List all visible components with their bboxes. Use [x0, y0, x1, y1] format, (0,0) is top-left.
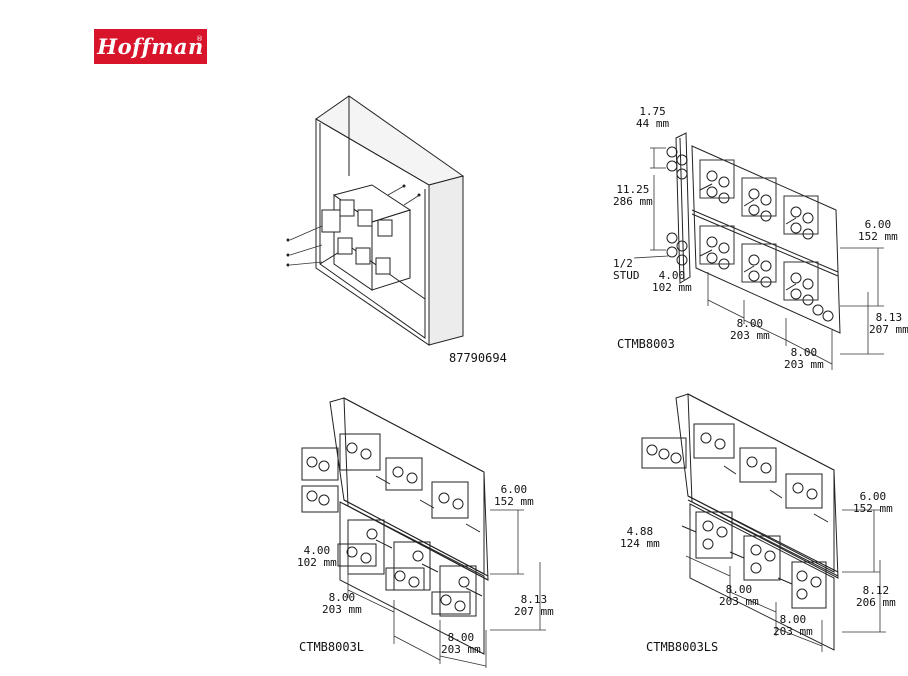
- ctmb8003l-caption: CTMB8003L: [299, 640, 365, 654]
- ctmb8003ls-caption: CTMB8003LS: [646, 640, 719, 654]
- hoffman-logo: Hoffman ®: [94, 29, 207, 64]
- enclosure-drawing: [286, 95, 465, 346]
- ctmb8003-dim-1: 1.75 44 mm: [636, 105, 670, 130]
- ctmb8003l-drawing: [301, 397, 546, 668]
- ctmb8003ls-dim-4: 8.12 206 mm: [856, 584, 896, 609]
- ctmb8003l-dim-2: 4.00 102 mm: [297, 544, 337, 569]
- ctmb8003ls-drawing: [641, 393, 886, 652]
- ctmb8003-dim-5: 8.00 203 mm: [730, 317, 770, 342]
- ctmb8003-dim-7: 6.00 152 mm: [858, 218, 898, 243]
- ctmb8003-dim-8: 8.13 207 mm: [869, 311, 908, 336]
- ctmb8003-dim-4: 4.00 102 mm: [652, 269, 692, 294]
- ctmb8003l-dim-3: 8.00 203 mm: [322, 591, 362, 616]
- ctmb8003-stud: 1/2 STUD: [613, 257, 640, 282]
- registered-mark: ®: [196, 35, 203, 43]
- enclosure-caption: 87790694: [449, 351, 507, 365]
- ctmb8003ls-dim-5: 8.00 203 mm: [773, 613, 813, 638]
- ctmb8003-drawing: [633, 132, 884, 370]
- ctmb8003ls-dim-1: 6.00 152 mm: [853, 490, 893, 515]
- ctmb8003ls-dim-3: 8.00 203 mm: [719, 583, 759, 608]
- ctmb8003-dim-2: 11.25 286 mm: [613, 183, 653, 208]
- ctmb8003ls-dim-2: 4.88 124 mm: [620, 525, 660, 550]
- ctmb8003l-dim-1: 6.00 152 mm: [494, 483, 534, 508]
- ctmb8003l-dim-5: 8.00 203 mm: [441, 631, 481, 656]
- ctmb8003l-dim-4: 8.13 207 mm: [514, 593, 554, 618]
- ctmb8003-caption: CTMB8003: [617, 337, 675, 351]
- brand-name: Hoffman: [97, 34, 204, 59]
- ctmb8003-dim-6: 8.00 203 mm: [784, 346, 824, 371]
